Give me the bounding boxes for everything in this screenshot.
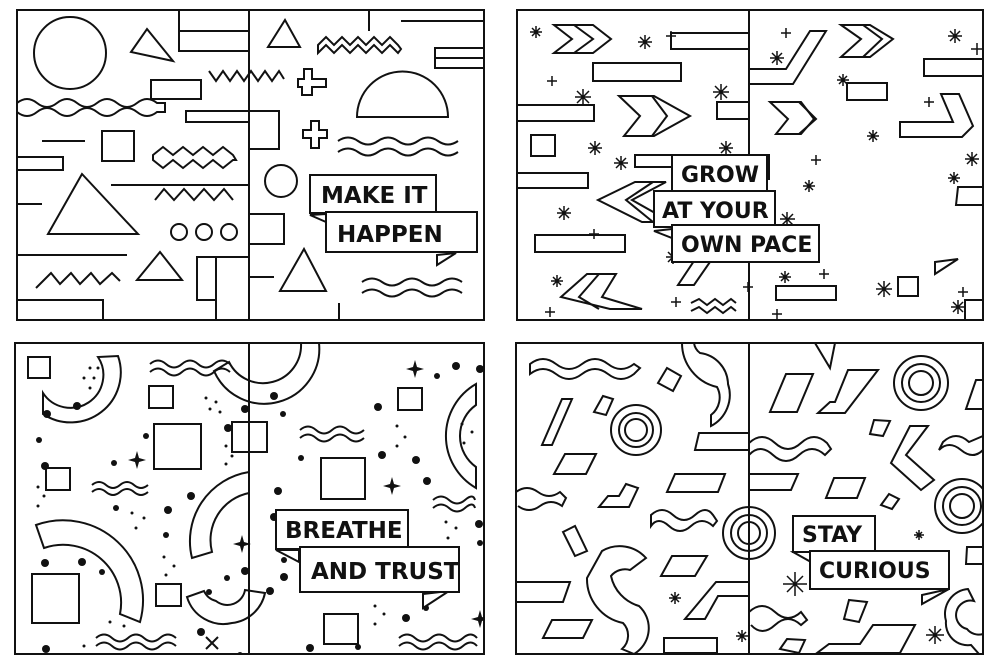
banner-line-2: AT YOUR	[662, 199, 769, 224]
banner-line-2: HAPPEN	[337, 222, 443, 248]
pattern-artwork: MAKE IT HAPPEN	[16, 9, 485, 321]
poster-grow-at-your-own-pace: GROW AT YOUR OWN PACE	[516, 9, 984, 321]
poster-stay-curious: STAY CURIOUS	[515, 342, 984, 655]
banner-line-1: MAKE IT	[321, 183, 428, 209]
banner-line-1: GROW	[681, 163, 759, 188]
pattern-artwork: GROW AT YOUR OWN PACE	[516, 9, 984, 321]
pattern-artwork: BREATHE AND TRUST	[14, 342, 485, 655]
banner-line-2: CURIOUS	[819, 559, 931, 584]
poster-breathe-and-trust: BREATHE AND TRUST	[14, 342, 485, 655]
poster-make-it-happen: MAKE IT HAPPEN	[16, 9, 485, 321]
banner-line-2: AND TRUST	[311, 559, 460, 585]
pattern-artwork: STAY CURIOUS	[515, 342, 984, 655]
quote-banner	[653, 154, 959, 276]
banner-line-3: OWN PACE	[681, 233, 812, 258]
quote-banner	[309, 174, 478, 267]
quote-banner	[789, 515, 950, 606]
quote-banner	[275, 509, 460, 610]
banner-line-1: BREATHE	[285, 518, 403, 544]
banner-line-1: STAY	[802, 523, 863, 548]
